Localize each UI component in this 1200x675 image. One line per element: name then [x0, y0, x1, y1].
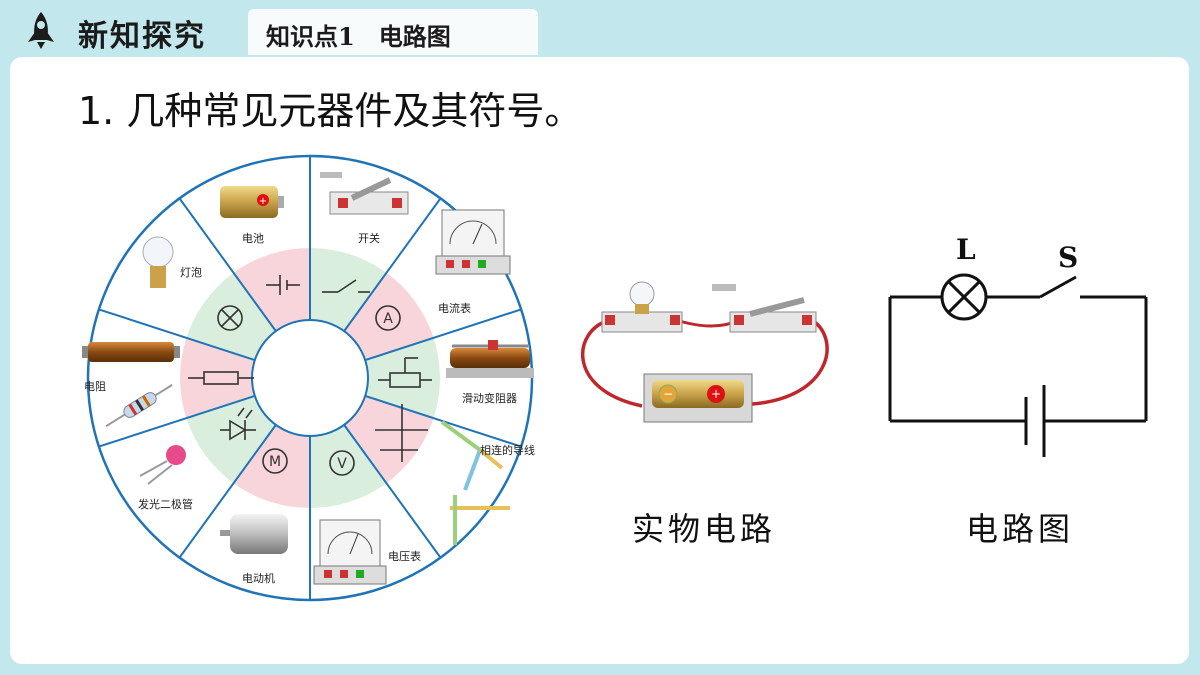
label-rheostat: 滑动变阻器: [462, 391, 517, 405]
svg-text:+: +: [259, 196, 267, 207]
caption-circuit-diagram: 电路图: [966, 510, 1075, 548]
switch-picture: [320, 172, 409, 215]
label-wires: 相连的导线: [480, 443, 535, 457]
ammeter-letter: A: [383, 311, 393, 327]
bulb-picture: [142, 236, 174, 288]
rheostat-symbol: [378, 357, 432, 388]
label-voltmeter: 电压表: [388, 549, 421, 563]
resistor-symbol: [188, 371, 254, 385]
tab-knowledge-point[interactable]: 知识点1 电路图: [248, 9, 538, 55]
motor-letter: M: [269, 454, 281, 470]
wheel-dividers: [98, 156, 522, 600]
battery-picture: +: [220, 186, 284, 218]
battery-symbol-diagram: [1024, 385, 1046, 457]
switch-blade: [1039, 275, 1077, 299]
voltmeter-picture: [313, 519, 387, 585]
ammeter-picture: [435, 209, 511, 275]
bulb-holder-picture: [601, 281, 683, 333]
switch-symbol: [322, 279, 370, 293]
switch-label: S: [1058, 241, 1078, 274]
label-battery: 电池: [242, 232, 264, 245]
battery-symbol: [266, 275, 300, 295]
junction-symbol: [375, 404, 428, 462]
wheel-hub: [251, 319, 369, 437]
motor-symbol: [262, 448, 288, 474]
lamp-symbol-diagram: [940, 273, 988, 321]
svg-text:−: −: [663, 387, 673, 401]
led-symbol: [220, 407, 256, 441]
section-title: 新知探究: [78, 19, 206, 54]
physical-circuit-illustration: − +: [580, 281, 829, 423]
label-motor: 电动机: [242, 571, 275, 585]
circuit-symbols: [188, 275, 432, 476]
circuit-diagram: L S: [888, 233, 1148, 457]
page-heading: 1. 几种常见元器件及其符号。: [78, 89, 583, 133]
wire-left: [580, 318, 643, 408]
knife-switch-picture: [712, 284, 817, 333]
label-bulb: 灯泡: [180, 265, 202, 279]
rocket-icon: [28, 12, 54, 49]
wire-right: [751, 318, 829, 406]
voltmeter-symbol: [329, 450, 355, 476]
ammeter-symbol: [375, 305, 401, 331]
rheostat-picture: [446, 340, 534, 378]
motor-picture: [220, 514, 288, 554]
label-led: 发光二极管: [138, 497, 193, 511]
lamp-symbol: [217, 305, 243, 331]
header-bar: 新知探究 知识点1 电路图: [0, 0, 1200, 58]
lamp-label: L: [956, 233, 976, 266]
label-resistor: 电阻: [84, 380, 106, 393]
svg-text:+: +: [711, 387, 721, 401]
led-picture: [139, 445, 186, 485]
caption-physical-circuit: 实物电路: [632, 510, 777, 548]
label-ammeter: 电流表: [438, 301, 471, 315]
tab-label: 知识点1 电路图: [266, 22, 451, 51]
voltmeter-letter: V: [337, 456, 347, 472]
component-wheel: A V M +: [82, 154, 535, 602]
label-switch: 开关: [358, 231, 380, 245]
resistor-picture: [82, 342, 180, 428]
wires-picture: [440, 420, 510, 545]
battery-holder-picture: − +: [643, 373, 753, 423]
